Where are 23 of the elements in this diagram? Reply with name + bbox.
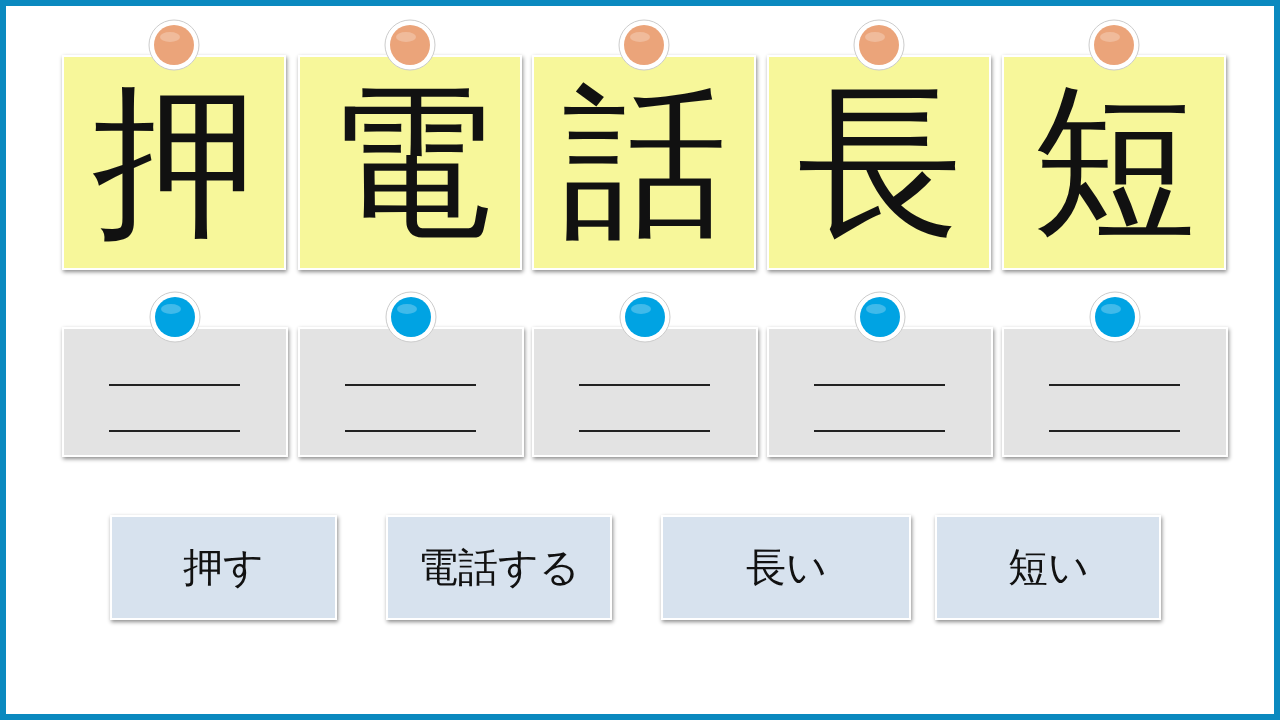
kanji-character: 長 <box>796 80 962 245</box>
kanji-card <box>62 55 286 270</box>
word-label: 長い <box>745 543 827 592</box>
word-label: 短い <box>1007 543 1089 592</box>
word-card <box>110 515 337 620</box>
word-label: 押す <box>183 543 264 592</box>
word-card <box>386 515 612 620</box>
kanji-character: 短 <box>1031 80 1197 245</box>
word-label: 電話する <box>418 543 580 592</box>
answer-card <box>532 327 758 457</box>
kanji-card <box>1002 55 1226 270</box>
answer-card <box>767 327 993 457</box>
answer-card <box>62 327 288 457</box>
kanji-character: 電 <box>327 80 493 245</box>
kanji-card <box>298 55 522 270</box>
kanji-card <box>532 55 756 270</box>
word-card <box>661 515 911 620</box>
kanji-character: 話 <box>561 80 727 245</box>
answer-card <box>298 327 524 457</box>
answer-card <box>1002 327 1228 457</box>
kanji-character: 押 <box>91 80 257 245</box>
kanji-card <box>767 55 991 270</box>
word-card <box>935 515 1161 620</box>
